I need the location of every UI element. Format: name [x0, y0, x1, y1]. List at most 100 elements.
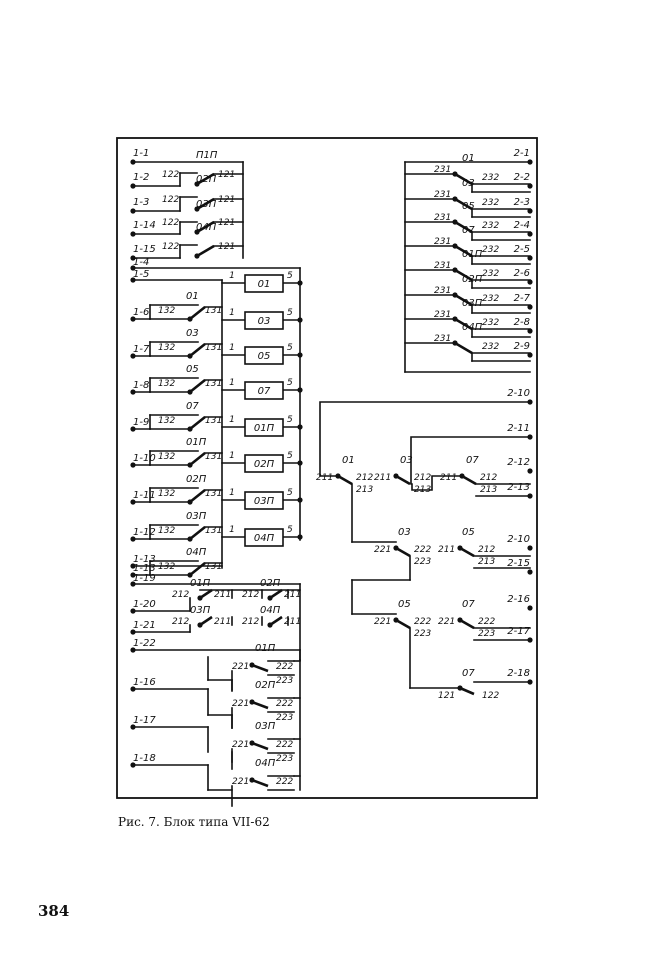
terminal-dot: [130, 581, 136, 587]
label: 211: [374, 473, 391, 483]
label: 232: [482, 221, 499, 231]
terminal-dot: [452, 316, 458, 322]
terminal-dot: [297, 497, 303, 503]
contact-blade: [189, 561, 206, 577]
terminal-dot: [527, 352, 533, 358]
label: 03П: [186, 511, 207, 522]
label: 03: [400, 455, 413, 466]
label: 212: [480, 473, 497, 483]
label: 211: [284, 617, 301, 627]
terminal-dot: [187, 426, 193, 432]
label: 07: [186, 401, 199, 412]
label: 02П: [196, 174, 217, 185]
label: 131: [205, 416, 222, 426]
label: 223: [276, 713, 293, 723]
terminal-dot: [194, 206, 200, 212]
label: 1: [229, 415, 235, 425]
terminal-dot: [297, 460, 303, 466]
figure-caption: Рис. 7. Блок типа VII-62: [118, 815, 270, 829]
terminal-dot: [297, 352, 303, 358]
label: 221: [232, 699, 249, 709]
label: 222: [414, 545, 431, 555]
label: 222: [414, 617, 431, 627]
label: 2-10: [507, 388, 530, 399]
terminal-dot: [297, 534, 303, 540]
terminal-dot: [130, 159, 136, 165]
label: 1-22: [133, 638, 156, 649]
label: 232: [482, 294, 499, 304]
label: 1: [229, 271, 235, 281]
terminal-dot: [527, 399, 533, 405]
terminal-dot: [194, 253, 200, 259]
label: 07: [462, 599, 475, 610]
label: 2-4: [514, 220, 530, 231]
label: 2-16: [507, 594, 530, 605]
label: 132: [158, 526, 175, 536]
label: 05: [258, 351, 271, 362]
terminal-dot: [527, 434, 533, 440]
terminal-dot: [527, 159, 533, 165]
terminal-dot: [249, 777, 255, 783]
label: 222: [276, 699, 293, 709]
label: 04П: [260, 605, 281, 616]
label: 1-15: [133, 244, 156, 255]
label: 07: [462, 225, 475, 236]
terminal-dot: [187, 462, 193, 468]
label: 121: [218, 195, 235, 205]
label: 2-5: [514, 244, 530, 255]
terminal-dot: [130, 353, 136, 359]
label: 223: [276, 754, 293, 764]
label: 03: [258, 316, 271, 327]
terminal-dot: [187, 536, 193, 542]
label: 03: [398, 527, 411, 538]
terminal-dot: [527, 279, 533, 285]
contact-blade: [189, 488, 206, 504]
label: 01П: [255, 643, 276, 654]
frame: [116, 137, 538, 799]
contact-blade: [454, 197, 473, 211]
label: 1-14: [133, 220, 156, 231]
terminal-dot: [130, 389, 136, 395]
label: 132: [158, 379, 175, 389]
label: 1-9: [133, 417, 149, 428]
relay-coil-box: [244, 454, 284, 473]
label: 231: [434, 237, 451, 247]
label: 5: [287, 451, 293, 461]
label: 221: [438, 617, 455, 627]
terminal-dot: [194, 181, 200, 187]
label: 2-6: [514, 268, 530, 279]
label: 01: [258, 279, 271, 290]
label: 2-8: [514, 317, 530, 328]
label: 232: [482, 245, 499, 255]
wire: [319, 401, 531, 477]
label: 1: [229, 488, 235, 498]
terminal-dot: [187, 572, 193, 578]
label: 132: [158, 452, 175, 462]
label: 222: [276, 740, 293, 750]
relay-coil-box: [244, 418, 284, 437]
label: 221: [232, 662, 249, 672]
label: 132: [158, 306, 175, 316]
label: 5: [287, 415, 293, 425]
label: 131: [205, 343, 222, 353]
contact-blade: [395, 474, 411, 486]
label: 222: [276, 662, 293, 672]
label: 04П: [196, 222, 217, 233]
contact-blade: [461, 474, 477, 486]
label: 223: [414, 629, 431, 639]
contact-blade: [454, 341, 473, 355]
label: 223: [414, 557, 431, 567]
label: 2-10: [507, 534, 530, 545]
label: 05: [462, 201, 475, 212]
label: 03П: [462, 298, 483, 309]
label: 5: [287, 525, 293, 535]
label: 132: [158, 343, 175, 353]
label: 213: [478, 557, 495, 567]
label: 05: [398, 599, 411, 610]
label: 232: [482, 173, 499, 183]
label: 212: [172, 617, 189, 627]
terminal-dot: [297, 280, 303, 286]
label: 1: [229, 451, 235, 461]
label: 05: [462, 527, 475, 538]
